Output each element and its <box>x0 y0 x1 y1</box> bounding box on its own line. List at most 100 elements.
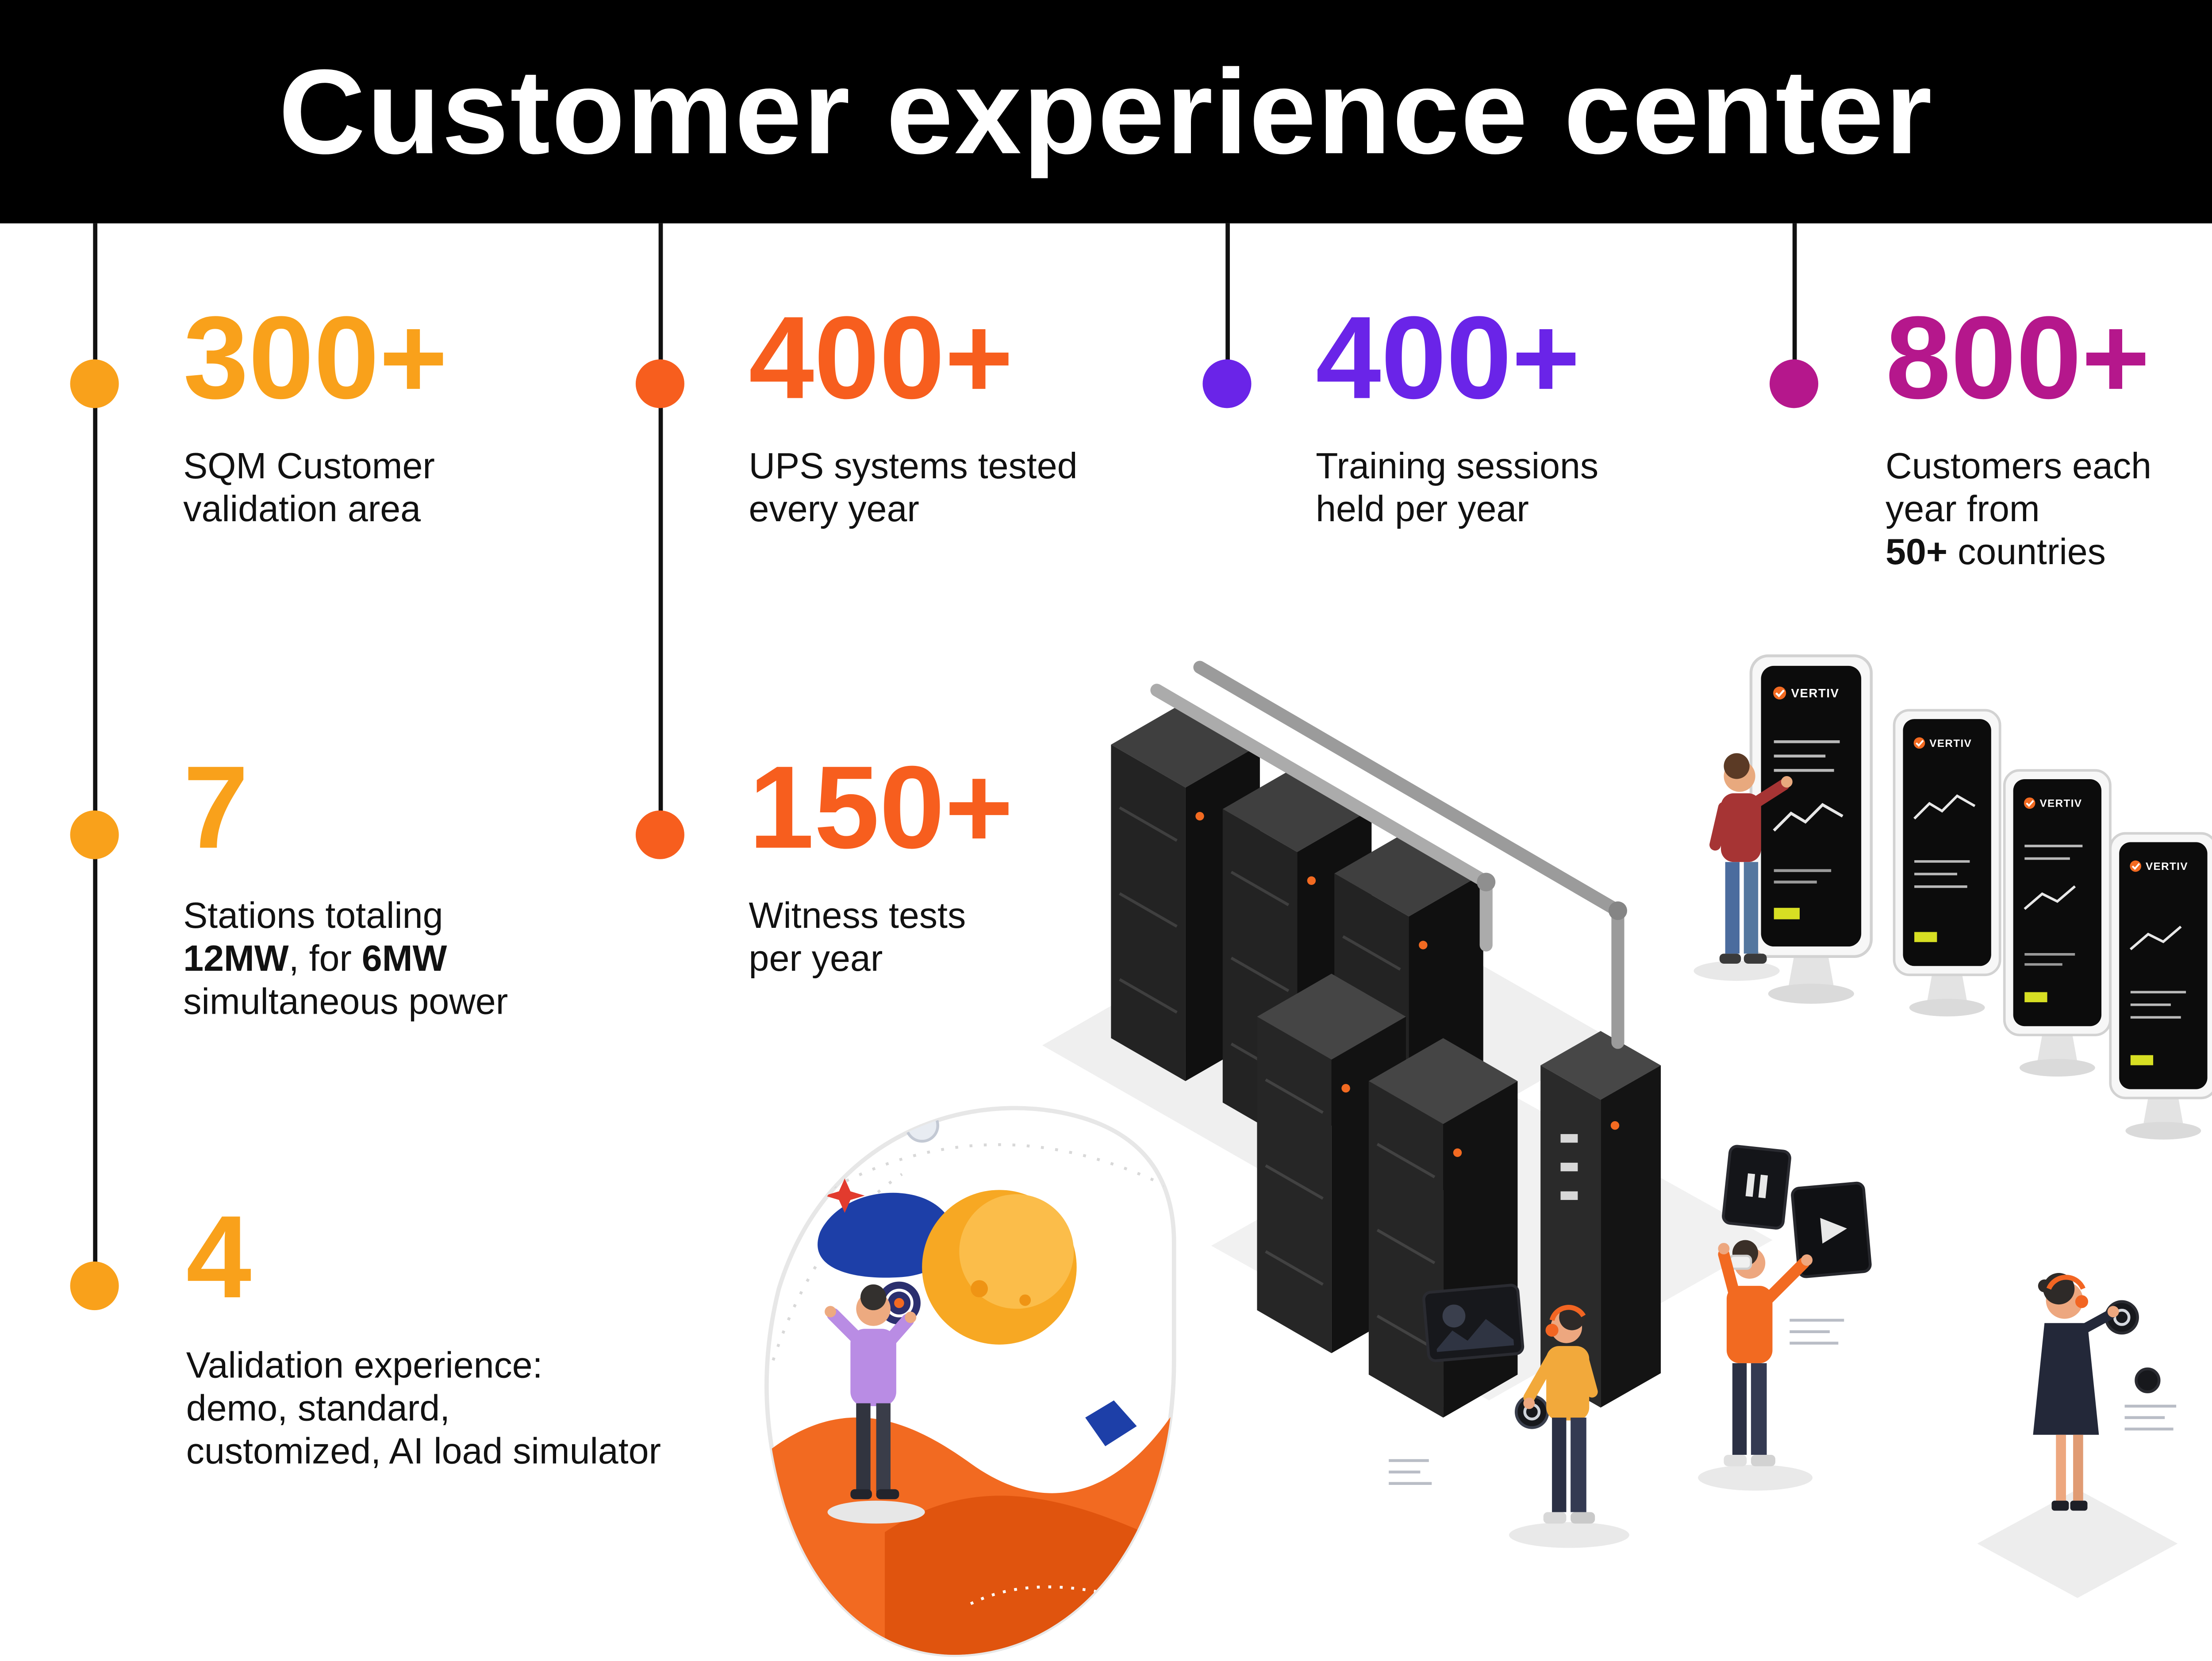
stat-bullet <box>70 810 119 859</box>
column-line <box>1792 223 1796 384</box>
kiosk-brand-label: VERTIV <box>2146 861 2188 873</box>
pause-icon <box>1745 1173 1755 1197</box>
column-line <box>658 223 662 835</box>
figure-hand <box>1523 1397 1535 1409</box>
server-racks-illustration <box>1111 661 1661 1418</box>
headset-band <box>2046 1275 2085 1290</box>
stat-bullet <box>1202 359 1252 408</box>
immersive-wall-illustration <box>764 1106 1176 1657</box>
kiosk-brand-label: VERTIV <box>1929 738 1972 750</box>
brand-dot <box>1419 941 1428 950</box>
stat-bullet <box>70 359 119 408</box>
figure-dress <box>2033 1323 2099 1435</box>
cooling-pipes <box>1150 661 1627 1049</box>
headset-earcup <box>1545 1323 1559 1337</box>
pipe-elbow <box>1477 873 1496 892</box>
vertiv-logo-icon <box>1773 686 1786 700</box>
kiosk-base <box>1768 984 1854 1004</box>
dotted-arc <box>772 1173 903 1361</box>
stat-bullet <box>70 1261 119 1311</box>
figure-arm <box>1761 1257 1810 1306</box>
figure-shoe <box>1743 954 1767 964</box>
stat-value: 800+ <box>1886 293 2150 424</box>
crosshair-plus <box>1049 1379 1070 1399</box>
screen-tag <box>1774 907 1800 919</box>
stat-value: 300+ <box>183 293 448 424</box>
vertiv-check <box>1775 689 1785 698</box>
figure-shadow <box>827 1500 925 1524</box>
sun-highlight <box>959 1194 1074 1309</box>
brand-dot <box>1307 876 1316 885</box>
figure-hair <box>1724 753 1750 779</box>
vr-user-figure <box>1698 1145 1872 1491</box>
screen-text-lines <box>1774 869 1832 884</box>
figure-leg <box>1552 1417 1567 1512</box>
column-line <box>1225 223 1229 384</box>
wall-visitor-figure <box>825 1284 925 1524</box>
figure-leg <box>1751 1363 1767 1455</box>
kiosk-screen <box>1761 665 1862 947</box>
figure-shoe <box>850 1489 872 1500</box>
figure-torso <box>850 1329 896 1406</box>
kiosk-display-small: VERTIV <box>2003 769 2112 1077</box>
figure-shoe <box>1571 1512 1595 1524</box>
figure-shoe <box>1724 1455 1747 1466</box>
cooling-unit <box>1540 1031 1661 1408</box>
floor-tile <box>1977 1489 2178 1598</box>
vertiv-logo-icon <box>2024 797 2035 809</box>
screen-chart-line <box>1773 803 1843 832</box>
figure-shadow <box>1509 1522 1629 1548</box>
sun-spot <box>971 1280 988 1298</box>
experience-center-illustration: VERTIV VERTIV VERTIV <box>764 654 2212 1657</box>
figure-hand <box>1781 776 1793 788</box>
stat-value: 4 <box>186 1192 252 1323</box>
figure-leg <box>1743 862 1759 954</box>
headset-visitor-figure <box>1389 1284 1629 1548</box>
figure-heel <box>2051 1500 2069 1511</box>
pause-icon <box>1758 1174 1768 1199</box>
figure-leg <box>1725 862 1740 954</box>
pipe-elbow <box>1608 901 1627 920</box>
kiosk-brand-label: VERTIV <box>2039 798 2082 810</box>
brand-dot <box>1195 811 1204 821</box>
floating-text-lines <box>2124 1404 2177 1431</box>
presenter-figure <box>1977 1273 2178 1598</box>
figure-heel <box>2070 1500 2088 1511</box>
figure-hand <box>905 1311 917 1323</box>
figure-shoe <box>1543 1512 1567 1524</box>
stat-bullet <box>635 810 684 859</box>
figure-shadow <box>1694 961 1780 981</box>
stat-value: 7 <box>183 743 249 874</box>
floating-text-lines <box>1790 1319 1844 1345</box>
column-line <box>92 223 97 1286</box>
brand-dot <box>1610 1121 1620 1130</box>
screen-text-lines <box>1774 740 1840 772</box>
figure-hair <box>860 1284 887 1311</box>
stat-bullet <box>1770 359 1819 408</box>
hair-bun <box>2038 1279 2051 1292</box>
blue-blob <box>818 1192 955 1278</box>
floating-screen-play <box>1791 1181 1872 1278</box>
stat-validation-exp: 4 Validation experience:demo, standard,c… <box>186 1192 816 1474</box>
figure-shadow <box>1698 1465 1813 1491</box>
star-icon <box>825 1178 865 1213</box>
vertiv-logo-icon <box>1913 737 1925 749</box>
figure-leg <box>1732 1363 1747 1455</box>
kiosk-display-large: VERTIV <box>1749 654 1873 1004</box>
page-title: Customer experience center <box>278 43 1934 178</box>
figure-torso <box>1546 1346 1590 1421</box>
stat-value: 150+ <box>749 743 1014 874</box>
figure-torso <box>1726 1286 1773 1363</box>
target-center <box>894 1298 904 1308</box>
figure-shoe <box>876 1489 899 1500</box>
